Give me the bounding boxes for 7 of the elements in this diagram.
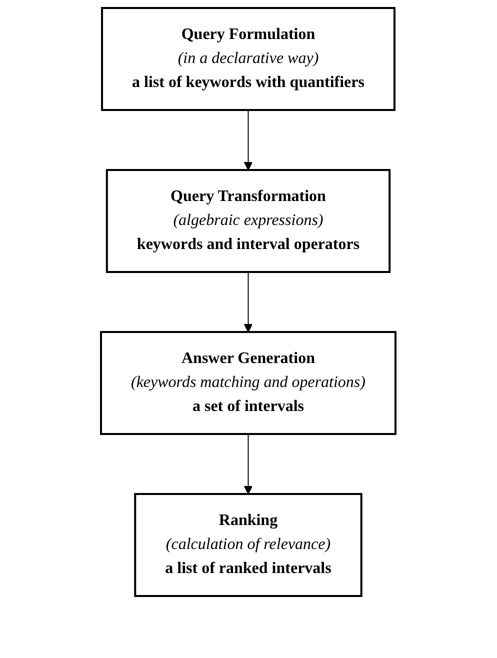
node-box: Query Formulation (in a declarative way) a list of keywords with quantifiers bbox=[101, 7, 396, 111]
node-box: Ranking (calculation of relevance) a list of ranked intervals bbox=[134, 493, 363, 597]
arrow bbox=[244, 110, 253, 170]
node-box: Answer Generation (keywords matching and operations) a set of intervals bbox=[100, 331, 397, 435]
arrow bbox=[244, 272, 253, 332]
node-box: Query Transformation (algebraic expressions) keywords and interval operators bbox=[106, 169, 391, 273]
arrow bbox=[244, 434, 253, 494]
